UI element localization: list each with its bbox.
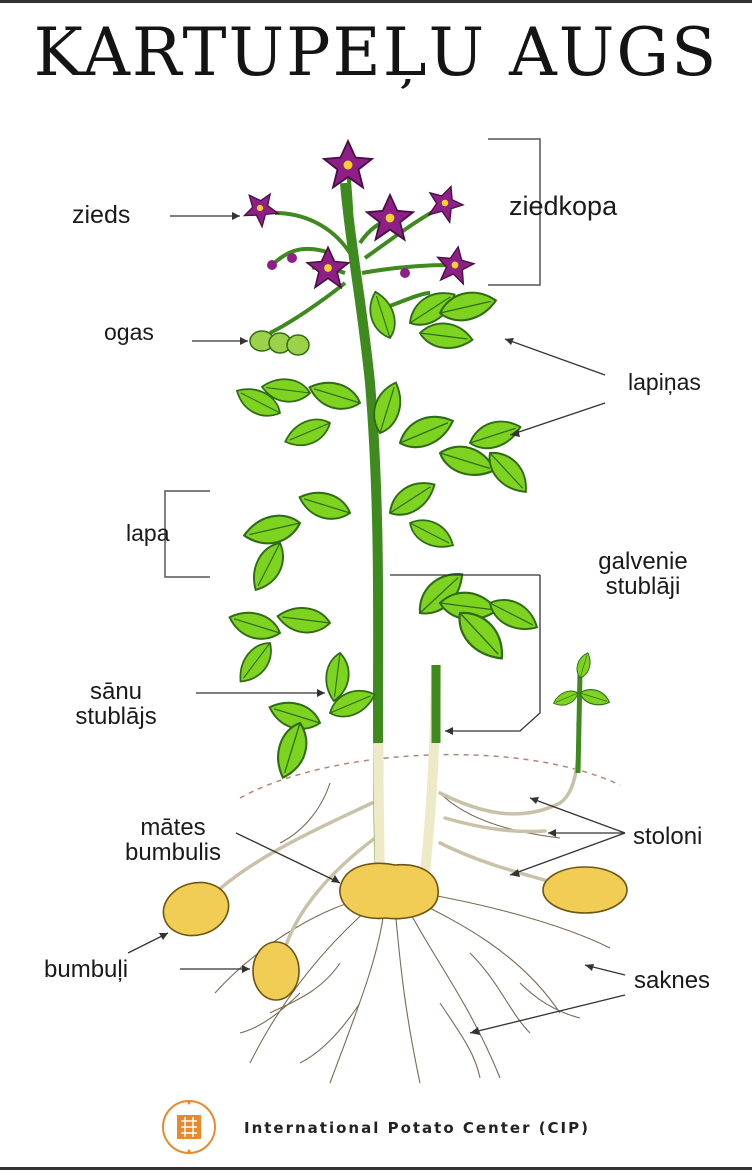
label-mates-bumbulis-line2: bumbulis [124, 839, 222, 867]
label-ogas: ogas [104, 319, 154, 345]
label-mates-bumbulis-line1: mātes [140, 814, 206, 841]
label-galvenie-stublaji-line1: galvenie [598, 548, 688, 575]
page-title: KARTUPEĻU AUGS [33, 14, 719, 91]
cip-logo-icon [161, 1099, 217, 1155]
label-zieds: zieds [72, 201, 131, 229]
label-lapinas: lapiņas [628, 369, 701, 395]
arrow-heads [159, 212, 594, 1035]
tubers [162, 862, 628, 1001]
organization-name: International Potato Center (CIP) [244, 1119, 590, 1137]
label-mates-bumbulis: mātes bumbulis [108, 814, 238, 867]
label-galvenie-stublaji: galvenie stublāji [588, 548, 698, 601]
label-bumbuli: bumbuļi [44, 956, 129, 983]
label-lapa: lapa [126, 520, 170, 546]
label-stoloni: stoloni [633, 823, 703, 850]
potato-plant-illustration [127, 138, 628, 1084]
label-galvenie-stublaji-line2: stublāji [605, 573, 681, 601]
label-saknes: saknes [634, 967, 711, 994]
roots [214, 782, 611, 1084]
stolons [213, 721, 581, 950]
berries [249, 330, 310, 356]
label-sanu-stublajs: sānu stublājs [56, 678, 176, 731]
brackets [164, 138, 541, 578]
label-sanu-stublajs-line1: sānu [89, 678, 143, 705]
leaves [224, 283, 613, 783]
label-ziedkopa: ziedkopa [509, 191, 618, 221]
leader-lines [127, 215, 626, 1034]
label-sanu-stublajs-line2: stublājs [75, 703, 157, 731]
flowers [235, 140, 478, 289]
